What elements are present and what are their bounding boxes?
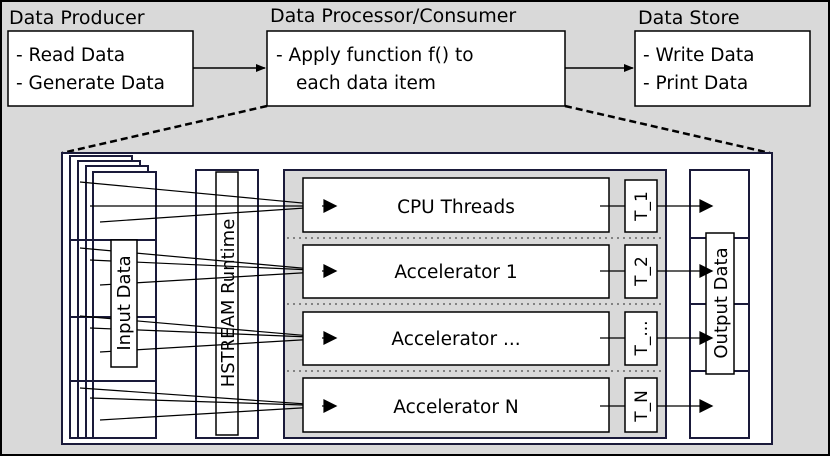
device-box-accn (302, 377, 610, 433)
data-store-block: Data Store - Write Data - Print Data (634, 7, 811, 107)
data-producer-block: Data Producer - Read Data - Generate Dat… (7, 7, 194, 107)
input-data-label-box (110, 239, 138, 368)
producer-title: Data Producer (9, 7, 145, 29)
store-box (634, 30, 811, 107)
queue-label-tdots: T_... (632, 320, 652, 356)
hstream-runtime-label-box (215, 171, 239, 436)
device-input-arrows (322, 199, 338, 413)
producer-line-2: - Generate Data (16, 73, 165, 94)
queue-box-tn (624, 377, 658, 433)
store-title: Data Store (638, 7, 740, 29)
store-line-2: - Print Data (643, 73, 748, 94)
device-label-accdots: Accelerator ... (391, 329, 520, 350)
queue-label-t1: T_1 (632, 191, 652, 222)
device-to-queue-lines (600, 205, 625, 407)
producer-line-1: - Read Data (16, 45, 125, 66)
zoom-line-left (61, 104, 268, 155)
device-box-acc1 (302, 244, 610, 299)
processor-line-2: each data item (296, 73, 436, 94)
device-row-cpu (302, 177, 658, 233)
data-processor-block: Data Processor/Consumer - Apply function… (266, 5, 566, 107)
queue-label-t2: T_2 (632, 256, 652, 287)
input-data-label: Input Data (114, 255, 135, 350)
hstream-runtime-label: HSTREAM Runtime (218, 219, 239, 388)
processor-title: Data Processor/Consumer (270, 5, 516, 27)
device-box-cpu (302, 177, 610, 233)
store-line-1: - Write Data (643, 45, 754, 66)
zoom-line-right (564, 104, 771, 155)
output-data-label: Output Data (711, 247, 732, 358)
device-row-accdots (302, 311, 658, 366)
device-box-accdots (302, 311, 610, 366)
processor-box (266, 30, 566, 107)
queue-label-tn: T_N (632, 390, 652, 423)
device-label-accn: Accelerator N (393, 397, 518, 418)
processor-line-1: - Apply function f() to (276, 45, 474, 66)
device-row-acc1 (302, 244, 658, 299)
device-label-acc1: Accelerator 1 (394, 262, 517, 283)
producer-box (7, 30, 194, 107)
queue-output-arrows (657, 199, 714, 413)
device-row-accn (302, 377, 658, 433)
output-data-label-box (705, 232, 735, 375)
device-label-cpu: CPU Threads (397, 197, 515, 218)
